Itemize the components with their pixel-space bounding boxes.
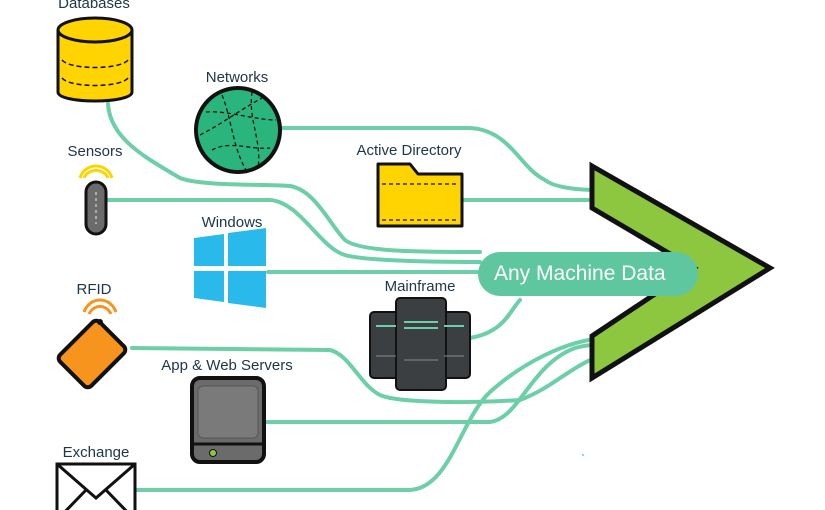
label-databases: Databases — [58, 0, 130, 12]
label-active-directory: Active Directory — [356, 142, 462, 159]
label-app-web-servers: App & Web Servers — [161, 357, 293, 374]
rfid-tag-icon — [56, 298, 128, 390]
label-rfid: RFID — [76, 281, 112, 298]
connector-lines — [106, 102, 622, 492]
mainframe-icon — [369, 297, 471, 391]
database-icon — [56, 16, 134, 103]
connector-mainframe — [468, 298, 522, 340]
label-mainframe: Mainframe — [384, 278, 456, 295]
stray-dot — [582, 454, 584, 456]
connector-databases — [106, 102, 482, 254]
chevron-arrow-icon — [589, 161, 775, 383]
label-sensors: Sensors — [67, 143, 123, 160]
label-windows: Windows — [201, 214, 263, 231]
network-globe-icon — [194, 86, 282, 174]
server-drive-icon — [190, 376, 266, 464]
envelope-icon — [55, 462, 137, 510]
folder-icon — [376, 162, 464, 228]
windows-logo-icon — [194, 228, 266, 308]
label-networks: Networks — [205, 69, 269, 86]
connector-rfid — [130, 346, 622, 405]
connector-exchange — [134, 336, 607, 492]
connector-networks — [280, 126, 600, 192]
any-machine-data-hub: Any Machine Data — [478, 252, 698, 296]
label-exchange: Exchange — [62, 444, 130, 461]
sensor-icon — [78, 164, 114, 236]
connector-sensors — [106, 198, 482, 264]
